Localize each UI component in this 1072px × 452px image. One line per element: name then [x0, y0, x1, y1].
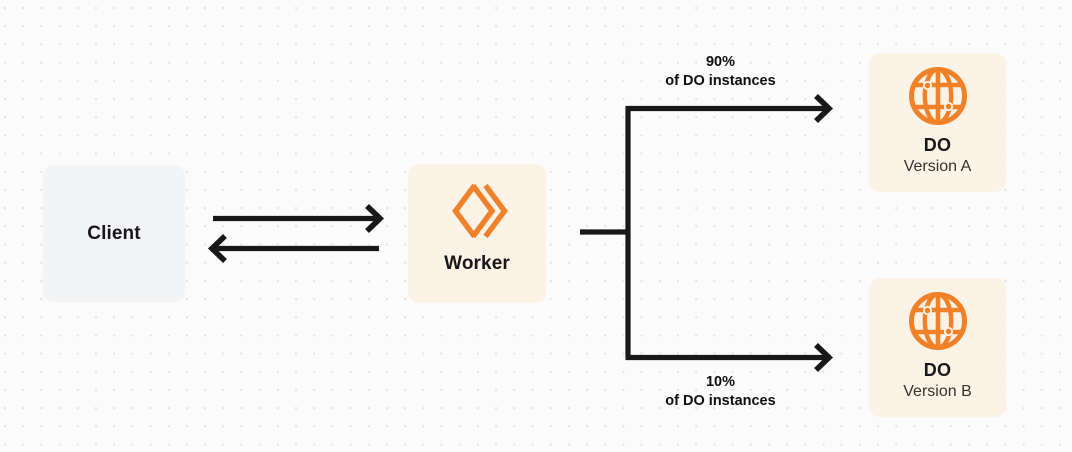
edge-worker-split-trunk: [580, 108, 631, 357]
node-do-version-a[interactable]: DO Version A: [869, 53, 1006, 192]
do-b-title: DO: [923, 360, 952, 380]
durable-object-globe-icon: [907, 65, 969, 127]
edge-label-do-a-percent: 90%: [705, 54, 736, 70]
durable-object-globe-icon: [907, 290, 969, 352]
edge-label-do-b-percent: 10%: [705, 374, 736, 390]
client-label: Client: [87, 222, 141, 244]
edge-label-do-a: 90% of DO instances: [598, 53, 843, 92]
edge-worker-to-do-a: [625, 93, 834, 124]
node-client[interactable]: Client: [43, 165, 185, 302]
edge-worker-to-do-b: [625, 342, 834, 373]
cloudflare-workers-icon: [444, 178, 510, 244]
node-worker[interactable]: Worker: [408, 164, 546, 303]
edge-label-do-a-caption: of DO instances: [665, 73, 776, 90]
edge-worker-to-client: [207, 233, 379, 264]
do-b-subtitle: Version B: [903, 383, 972, 400]
edge-label-do-b-caption: of DO instances: [665, 393, 776, 410]
edge-label-do-b: 10% of DO instances: [598, 373, 843, 412]
do-a-subtitle: Version A: [903, 158, 972, 175]
worker-label: Worker: [444, 253, 510, 274]
edge-client-to-worker: [213, 203, 385, 234]
do-a-title: DO: [923, 135, 952, 155]
node-do-version-b[interactable]: DO Version B: [869, 278, 1006, 417]
